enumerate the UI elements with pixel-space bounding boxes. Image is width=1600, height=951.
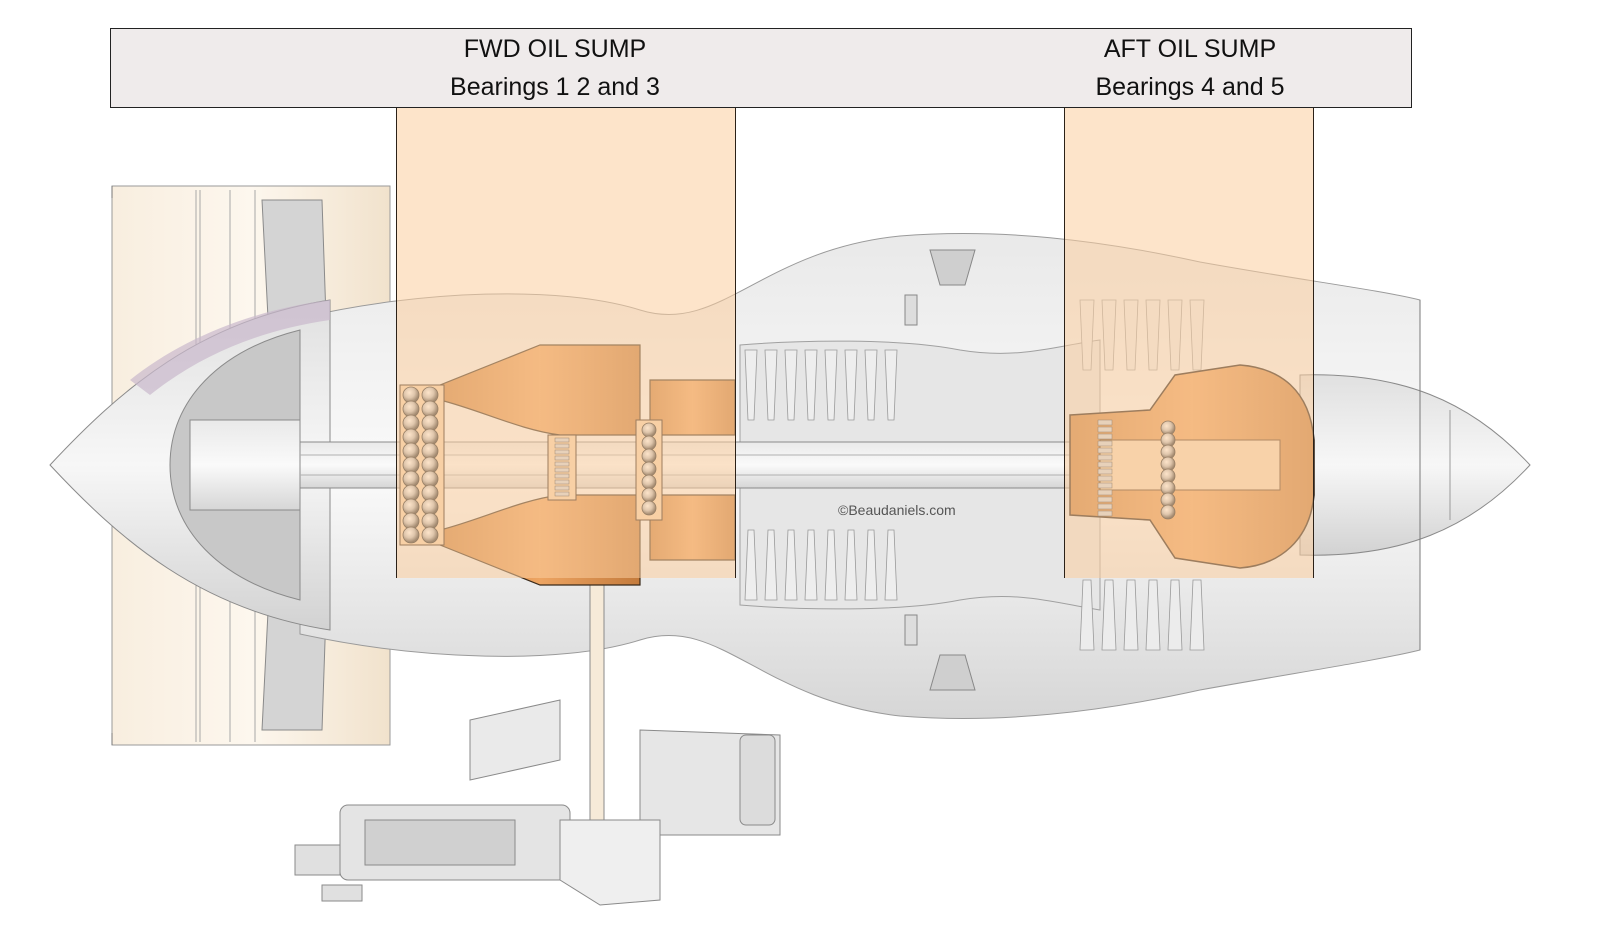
roller (554, 449, 570, 455)
turbine-blade (1101, 579, 1117, 651)
turbine-blade (1079, 579, 1095, 651)
bearing-ball (641, 500, 657, 516)
roller (1097, 419, 1113, 426)
roller (1097, 461, 1113, 468)
sump-header-banner (110, 28, 1412, 108)
exhaust-cone (1299, 300, 1531, 650)
compressor-blade (884, 349, 898, 421)
bearing-1-2 (399, 384, 445, 546)
compressor-blade (744, 349, 758, 421)
compressor-blade (744, 529, 758, 601)
roller-bearing-fwd (547, 434, 577, 501)
compressor-blade (884, 529, 898, 601)
combustor-fuel-nozzles (904, 249, 976, 691)
compressor-blade (824, 529, 838, 601)
compressor-blade (784, 529, 798, 601)
fan-blades (261, 199, 327, 731)
roller (1097, 440, 1113, 447)
spinner (49, 299, 331, 631)
roller (1097, 496, 1113, 503)
compressor-blade (844, 349, 858, 421)
bearing-ball (421, 498, 439, 516)
bearing-ball (402, 512, 420, 530)
copyright-watermark: ©Beaudaniels.com (838, 502, 956, 518)
bearing-ball (402, 526, 420, 544)
roller (1097, 468, 1113, 475)
bearing-ball (421, 512, 439, 530)
bearing-ball (641, 448, 657, 464)
aft-sump-title: AFT OIL SUMP (1103, 35, 1277, 63)
roller (1097, 482, 1113, 489)
bearing-ball (402, 498, 420, 516)
roller (554, 479, 570, 485)
roller (554, 461, 570, 467)
accessory-gearbox (294, 559, 781, 906)
bearing-ball (641, 422, 657, 438)
bearing-ball (641, 461, 657, 477)
compressor-blade (804, 349, 818, 421)
bearing-ball (421, 526, 439, 544)
bearing-ball (1160, 504, 1176, 520)
roller (554, 467, 570, 473)
bearing-ball (641, 487, 657, 503)
compressor-blades (744, 349, 898, 601)
compressor-blade (784, 349, 798, 421)
bearing-ball (641, 474, 657, 490)
compressor-blade (804, 529, 818, 601)
aft-sump-subtitle: Bearings 4 and 5 (1095, 73, 1285, 101)
compressor-blade (844, 529, 858, 601)
fwd-sump-title: FWD OIL SUMP (463, 35, 647, 63)
roller (554, 473, 570, 479)
fwd-sump-subtitle: Bearings 1 2 and 3 (450, 73, 660, 101)
compressor-blade (764, 349, 778, 421)
bearing-3 (635, 419, 663, 521)
compressor-blade (824, 349, 838, 421)
roller (1097, 510, 1113, 517)
roller (554, 485, 570, 491)
roller (1097, 503, 1113, 510)
turbine-blade (1167, 579, 1183, 651)
roller (554, 443, 570, 449)
roller (1097, 489, 1113, 496)
compressor-blade (864, 529, 878, 601)
bearing-ball (641, 435, 657, 451)
roller (1097, 454, 1113, 461)
compressor-blade (764, 529, 778, 601)
roller (554, 455, 570, 461)
roller (1097, 426, 1113, 433)
roller (554, 491, 570, 497)
turbine-blade (1189, 579, 1205, 651)
roller (1097, 447, 1113, 454)
roller (1097, 475, 1113, 482)
turbine-blade (1145, 579, 1161, 651)
compressor-blade (864, 349, 878, 421)
roller (554, 437, 570, 443)
turbine-blade (1123, 579, 1139, 651)
roller (1097, 433, 1113, 440)
